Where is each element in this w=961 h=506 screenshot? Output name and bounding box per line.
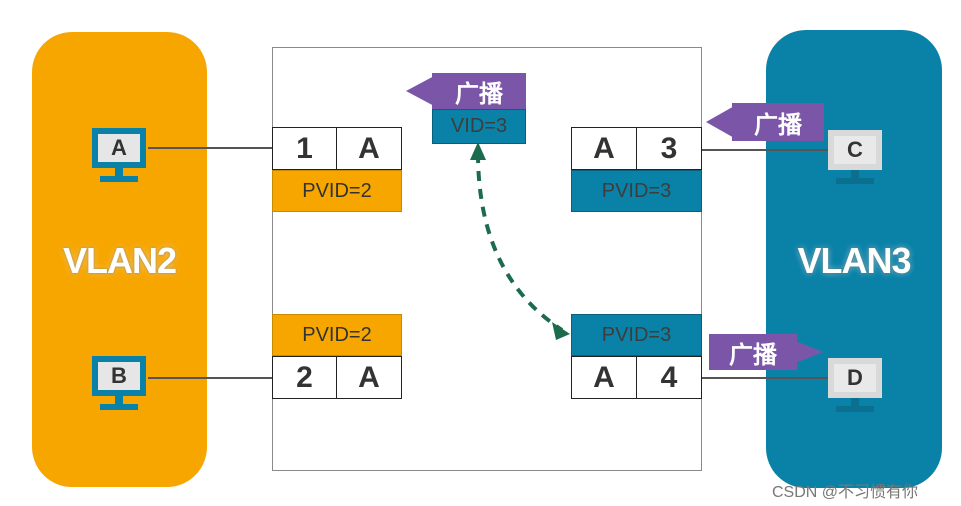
right-arrow-icon xyxy=(793,340,823,364)
port-4-number: 4 xyxy=(636,356,702,399)
monitor-icon xyxy=(92,128,146,182)
left-arrow-icon xyxy=(406,75,436,107)
host-b-label: B xyxy=(111,363,127,388)
port-3-pvid: PVID=3 xyxy=(571,170,702,212)
port-3-mac: A xyxy=(571,127,637,170)
host-a-label: A xyxy=(111,135,127,160)
forwarding-arrow-bottom xyxy=(552,322,570,340)
port-1-pvid: PVID=2 xyxy=(272,170,402,212)
port-4-mac: A xyxy=(571,356,637,399)
monitor-icon xyxy=(828,130,882,184)
broadcast-frame-d: 广播 xyxy=(709,334,824,370)
vlan2-label: VLAN2 xyxy=(62,240,177,281)
host-c: C xyxy=(826,130,884,190)
port-1-number: 1 xyxy=(272,127,337,170)
host-c-label: C xyxy=(847,137,863,162)
left-arrow-icon xyxy=(706,105,736,139)
broadcast-frame-center: 广播 xyxy=(406,73,526,109)
port-2-mac: A xyxy=(336,356,402,399)
broadcast-label-d: 广播 xyxy=(709,334,797,370)
host-a: A xyxy=(90,128,148,188)
port-2-number: 2 xyxy=(272,356,337,399)
vlan2-zone xyxy=(32,32,207,487)
port-3-number: 3 xyxy=(636,127,702,170)
watermark: CSDN @不习惯有你 xyxy=(772,484,919,501)
forwarding-arrow-top xyxy=(470,142,486,160)
host-d: D xyxy=(826,358,884,418)
broadcast-label-center: 广播 xyxy=(432,73,526,109)
host-b: B xyxy=(90,356,148,416)
monitor-icon xyxy=(828,358,882,412)
port-1-mac: A xyxy=(336,127,402,170)
forwarding-path xyxy=(476,152,564,332)
port-4-pvid: PVID=3 xyxy=(571,314,702,356)
port-2-pvid: PVID=2 xyxy=(272,314,402,356)
broadcast-label-c: 广播 xyxy=(732,103,824,141)
monitor-icon xyxy=(92,356,146,410)
vid-tag: VID=3 xyxy=(432,109,526,144)
vlan3-label: VLAN3 xyxy=(797,240,911,281)
host-d-label: D xyxy=(847,365,863,390)
broadcast-frame-c: 广播 xyxy=(706,103,824,141)
